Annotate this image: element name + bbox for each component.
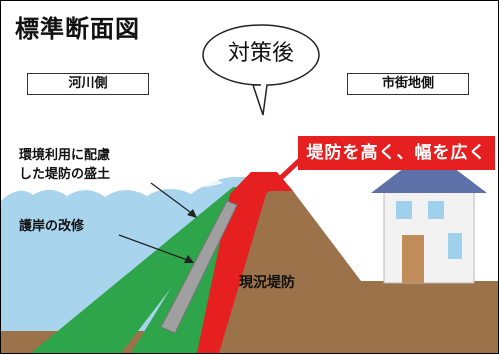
existing-dike-label: 現況堤防 <box>239 275 295 291</box>
city-side-label: 市街地側 <box>347 73 469 95</box>
revetment-leader-line <box>118 234 191 262</box>
embankment-label: 環境利用に配慮 した堤防の盛土 <box>19 146 110 184</box>
river-side-label: 河川側 <box>27 73 149 95</box>
embankment-label-line2: した堤防の盛土 <box>19 167 111 182</box>
embankment-label-line1: 環境利用に配慮 <box>19 148 111 163</box>
existing-dike <box>219 191 498 353</box>
bubble-text: 対策後 <box>227 41 294 66</box>
raised-dike-layer <box>197 172 293 353</box>
house <box>371 149 487 284</box>
callout-arrow <box>267 157 303 191</box>
raise-widen-callout: 堤防を高く、幅を広く <box>298 136 495 170</box>
revetment-label: 護岸の改修 <box>19 219 85 234</box>
speech-bubble <box>202 24 320 116</box>
embankment-leader-line <box>150 182 195 216</box>
revetment <box>160 200 238 334</box>
diagram-title: 標準断面図 <box>15 15 140 43</box>
